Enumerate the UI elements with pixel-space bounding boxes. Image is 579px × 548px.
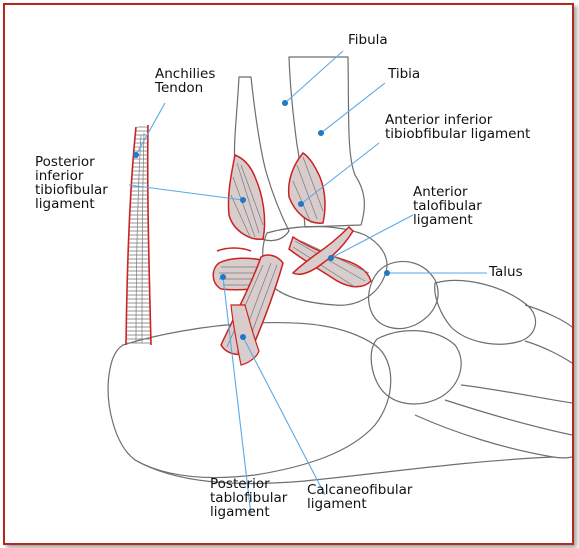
cuneiform-bone bbox=[435, 280, 536, 344]
achilles-tendon bbox=[126, 125, 151, 345]
leader-fibula bbox=[285, 51, 343, 103]
diagram-frame: Fibula Tibia Anchilies Tendon Posterior … bbox=[3, 3, 574, 545]
sole-outline bbox=[135, 457, 553, 483]
label-calcaneofibular: Calcaneofibular ligament bbox=[307, 483, 412, 511]
metatarsal-4 bbox=[445, 400, 572, 435]
label-tibia: Tibia bbox=[388, 67, 420, 81]
dot-post-talofibular bbox=[220, 274, 226, 280]
label-anterior-inferior-tibiofibular: Anterior inferior tibiobfibular ligament bbox=[385, 113, 530, 141]
dot-ant-inf-tibiofibular bbox=[298, 201, 304, 207]
metatarsal-2 bbox=[525, 341, 572, 363]
dot-talus bbox=[384, 270, 390, 276]
label-posterior-talofibular: Posterior tablofibular ligament bbox=[210, 477, 287, 519]
ankle-ligaments-diagram bbox=[5, 5, 572, 543]
metatarsal-3 bbox=[461, 385, 572, 403]
label-talus: Talus bbox=[489, 265, 523, 279]
leader-tibia bbox=[321, 83, 385, 133]
dot-tibia bbox=[318, 130, 324, 136]
label-achilles-tendon: Anchilies Tendon bbox=[155, 67, 215, 95]
metatarsal-1 bbox=[525, 305, 572, 327]
label-posterior-inferior-tibiofibular: Posterior inferior tibiofibular ligament bbox=[35, 155, 108, 211]
anterior-inferior-tibiofibular-ligament bbox=[289, 153, 325, 223]
dot-fibula bbox=[282, 100, 288, 106]
dot-calcaneofibular bbox=[240, 334, 246, 340]
metatarsal-5 bbox=[415, 415, 572, 458]
leader-calcaneofibular bbox=[243, 337, 325, 495]
label-fibula: Fibula bbox=[348, 33, 388, 47]
dot-ant-talofibular bbox=[328, 255, 334, 261]
label-anterior-talofibular: Anterior talofibular ligament bbox=[413, 185, 482, 227]
navicular-bone bbox=[369, 261, 438, 328]
cuboid-bone bbox=[371, 331, 461, 404]
dot-achilles bbox=[133, 152, 139, 158]
dot-post-inf-tibiofibular bbox=[240, 197, 246, 203]
posterior-inferior-tibiofibular-ligament bbox=[228, 155, 264, 239]
